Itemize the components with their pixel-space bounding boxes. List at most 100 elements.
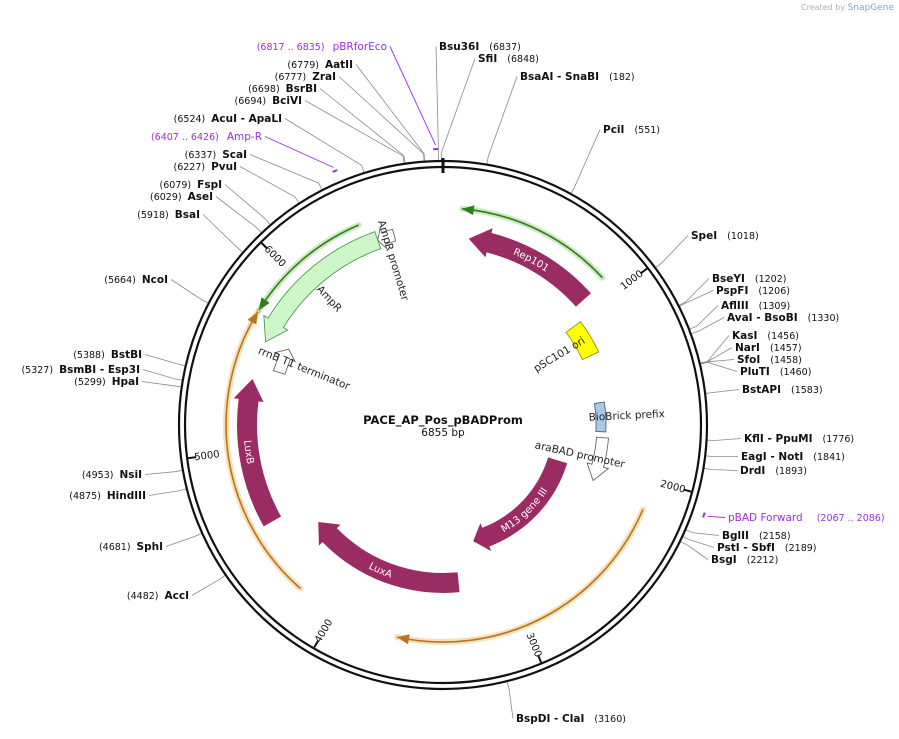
site-label-drdi[interactable]: DrdI(1893) <box>740 465 807 477</box>
tick-label: 4000 <box>313 617 335 645</box>
feature-luxa[interactable] <box>318 522 460 593</box>
feature-luxb[interactable] <box>233 378 282 527</box>
site-leader-line <box>705 455 739 458</box>
site-label-aatii[interactable]: (6779)AatII <box>287 59 353 71</box>
site-label-bsgi[interactable]: BsgI(2212) <box>711 554 778 566</box>
feature-label-m13-gene-iii: M13 gene III <box>500 486 551 535</box>
site-label-zrai[interactable]: (6777)ZraI <box>275 71 336 83</box>
site-leader-line <box>440 58 476 162</box>
primer-mark <box>702 512 706 518</box>
site-leader-line <box>215 196 262 234</box>
site-label-bcivi[interactable]: (6694)BciVI <box>235 95 302 107</box>
site-label-bstbi[interactable]: (5388)BstBI <box>73 349 142 361</box>
site-label-sfii[interactable]: SfiI(6848) <box>478 53 539 65</box>
site-leader-line <box>319 88 406 164</box>
feature-ampr[interactable] <box>263 231 382 343</box>
site-leader-line <box>202 214 244 253</box>
brand-name: SnapGene <box>847 3 894 13</box>
site-leader-line <box>165 532 203 547</box>
site-label-pluti[interactable]: PluTI(1460) <box>740 366 811 378</box>
feature-outline-arcs <box>223 205 646 646</box>
site-label-afliii[interactable]: AflIII(1309) <box>721 300 790 312</box>
green-arc-rep <box>461 208 603 279</box>
site-label-nari[interactable]: NarI(1457) <box>735 342 802 354</box>
site-label-acui[interactable]: (6524)AcuI - ApaLI <box>174 113 282 125</box>
site-label-hindiii[interactable]: (4875)HindIII <box>69 490 146 502</box>
site-label-pcii[interactable]: PciI(551) <box>603 124 660 136</box>
site-leader-line <box>705 389 740 394</box>
primer-leader-line <box>707 515 726 518</box>
site-label-nsii[interactable]: (4953)NsiI <box>82 469 142 481</box>
site-label-sphi[interactable]: (4681)SphI <box>99 541 163 553</box>
primer-label-pbrforeco[interactable]: (6817 .. 6835)pBRforEco <box>257 41 387 53</box>
site-leader-line <box>679 541 709 560</box>
orange-arc-right-arrowhead <box>397 634 410 645</box>
snapgene-brand: Created by SnapGene <box>801 3 894 13</box>
feature-rep101[interactable] <box>468 228 591 307</box>
primer-label-amp-r[interactable]: (6407 .. 6426)Amp-R <box>151 131 262 143</box>
site-label-psti[interactable]: PstI - SbfI(2189) <box>717 542 817 554</box>
site-label-pspfi[interactable]: PspFI(1206) <box>716 285 790 297</box>
site-leader-line <box>338 76 425 162</box>
site-leader-line <box>654 235 689 269</box>
site-label-acci[interactable]: (4482)AccI <box>127 590 189 602</box>
site-leader-lines <box>141 46 742 719</box>
primers: (6817 .. 6835)pBRforEco (6407 .. 6426)Amp… <box>151 41 885 524</box>
site-label-ncoi[interactable]: (5664)NcoI <box>104 274 168 286</box>
feature-m13-gene-iii[interactable] <box>473 457 568 552</box>
tick-mark-3000 <box>537 654 543 664</box>
site-leader-line <box>435 46 440 162</box>
site-label-eagi[interactable]: EagI - NotI(1841) <box>741 451 845 463</box>
site-label-bsmbi[interactable]: (5327)BsmBI - Esp3I <box>21 364 140 376</box>
site-label-bseyi[interactable]: BseYI(1202) <box>712 273 786 285</box>
site-leader-line <box>304 100 405 164</box>
feature-label-luxb: LuxB <box>241 440 255 466</box>
site-leader-line <box>144 469 183 475</box>
site-leader-line <box>284 118 365 174</box>
green-arc-amp <box>258 224 360 311</box>
site-label-bglii[interactable]: BglII(2158) <box>722 530 791 542</box>
feature-label-psc101-ori: pSC101 ori <box>532 335 588 375</box>
site-leader-line <box>706 438 742 441</box>
site-leader-line <box>506 681 514 719</box>
site-label-bsai[interactable]: (5918)BsaI <box>137 209 200 221</box>
site-leader-line <box>699 361 738 372</box>
site-label-asei[interactable]: (6029)AseI <box>150 191 213 203</box>
green-arc-amp-glow <box>255 222 362 314</box>
site-leader-line <box>570 129 601 195</box>
site-label-bsrbi[interactable]: (6698)BsrBI <box>248 83 317 95</box>
feature-rrnb-t1-terminator[interactable] <box>273 348 296 375</box>
feature-label-biobrick-prefix: BioBrick prefix <box>588 408 665 424</box>
site-leader-line <box>141 381 182 388</box>
tick-label: 3000 <box>523 631 543 659</box>
tick-label: 5000 <box>194 449 221 463</box>
site-label-scai[interactable]: (6337)ScaI <box>185 149 247 161</box>
site-leader-line <box>239 166 300 204</box>
orange-arc-left <box>225 311 301 590</box>
feature-psc101-ori[interactable] <box>565 321 600 361</box>
feature-arabad-promoter[interactable] <box>586 436 610 482</box>
tick-mark-4000 <box>312 639 320 649</box>
site-label-spei[interactable]: SpeI(1018) <box>691 230 759 242</box>
site-label-bsu36i[interactable]: Bsu36I(6837) <box>439 41 521 53</box>
site-label-kfli[interactable]: KflI - PpuMI(1776) <box>744 433 854 445</box>
site-label-sfoi[interactable]: SfoI(1458) <box>737 354 802 366</box>
site-leader-line <box>690 317 725 335</box>
feature-biobrick-prefix[interactable] <box>594 401 607 433</box>
site-label-kasi[interactable]: KasI(1456) <box>732 330 799 342</box>
site-label-bstapi[interactable]: BstAPI(1583) <box>742 384 823 396</box>
site-label-pvui[interactable]: (6227)PvuI <box>173 161 237 173</box>
primer-label-pbad-forward[interactable]: pBAD Forward(2067 .. 2086) <box>728 512 885 524</box>
site-label-hpai[interactable]: (5299)HpaI <box>74 376 139 388</box>
site-leader-line <box>685 529 720 536</box>
feature-ampr-promoter[interactable] <box>377 227 397 250</box>
green-arc-amp-arrowhead <box>258 297 270 311</box>
site-leader-line <box>678 290 714 307</box>
site-label-bspdi[interactable]: BspDI - ClaI(3160) <box>516 713 626 725</box>
orange-arc-right <box>396 509 644 643</box>
site-label-avai[interactable]: AvaI - BsoBI(1330) <box>727 312 839 324</box>
tick-label: 6000 <box>262 244 288 270</box>
site-label-bsaai[interactable]: BsaAI - SnaBI(182) <box>520 71 635 83</box>
site-label-fspi[interactable]: (6079)FspI <box>160 179 222 191</box>
